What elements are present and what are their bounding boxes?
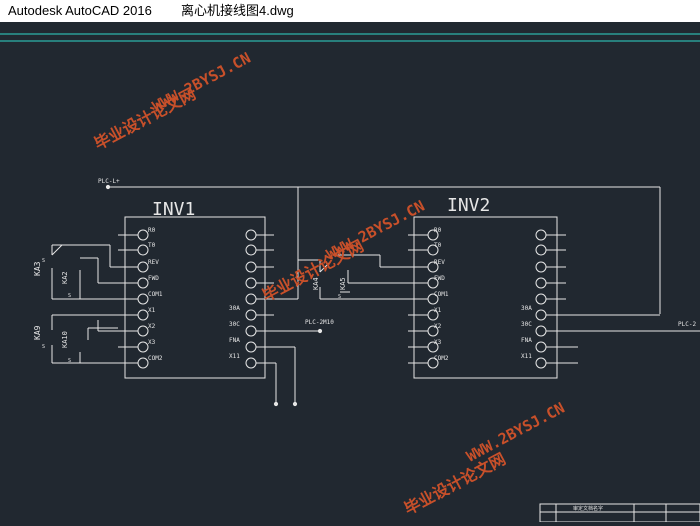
- svg-text:X3: X3: [434, 339, 442, 346]
- drawing-canvas[interactable]: PLC-L+ PLC-2M10 PLC-2 INV1 INV2 R0 T0 RE…: [0, 22, 700, 523]
- relay-ka10-label: KA10: [61, 331, 69, 348]
- svg-text:FNA: FNA: [521, 337, 532, 344]
- svg-text:S: S: [68, 293, 71, 299]
- file-name: 离心机接线图4.dwg: [181, 3, 294, 18]
- relay-ka9-label: KA9: [33, 325, 42, 340]
- plc-2m10-label: PLC-2M10: [305, 319, 334, 326]
- svg-text:X2: X2: [148, 323, 156, 330]
- inv2-box[interactable]: [413, 216, 558, 379]
- title-block: [539, 503, 700, 523]
- inv1-right-terminals: [245, 229, 318, 369]
- inv1-left-terminals: [118, 229, 149, 369]
- watermark-url-3: WWW.2BYSJ.CN: [463, 399, 567, 466]
- drawing-svg[interactable]: PLC-L+ PLC-2M10 PLC-2 INV1 INV2 R0 T0 RE…: [0, 22, 700, 523]
- svg-text:S: S: [42, 344, 45, 350]
- tap-inv1-x11: [273, 401, 279, 407]
- svg-text:S: S: [338, 294, 341, 300]
- svg-text:REV: REV: [434, 259, 445, 266]
- svg-text:COM1: COM1: [148, 291, 163, 298]
- inv1-title: INV1: [152, 199, 195, 220]
- tap-inv1-fna: [292, 401, 298, 407]
- svg-text:X11: X11: [229, 353, 240, 360]
- relay-ka3-label: KA3: [33, 261, 42, 276]
- inv2-left-terminals: [408, 229, 439, 369]
- svg-text:X1: X1: [148, 307, 156, 314]
- inv2-left-labels: R0 T0 REV FWD COM1 X1 X2 X3 COM2: [434, 227, 449, 362]
- svg-text:X11: X11: [521, 353, 532, 360]
- app-title: Autodesk AutoCAD 2016: [8, 3, 152, 18]
- svg-text:X1: X1: [434, 307, 442, 314]
- inv1-box[interactable]: [124, 216, 266, 379]
- plc-l-label: PLC-L+: [98, 178, 120, 185]
- svg-text:FNA: FNA: [229, 337, 240, 344]
- svg-text:S: S: [68, 358, 71, 364]
- svg-text:COM2: COM2: [434, 355, 449, 362]
- svg-text:30C: 30C: [521, 321, 532, 328]
- svg-text:T0: T0: [434, 242, 442, 249]
- relay-ka4-label: KA4: [312, 277, 320, 290]
- svg-text:R0: R0: [148, 227, 156, 234]
- tap-plc-l: [105, 184, 111, 190]
- tap-plc-2m10: [317, 328, 323, 334]
- relay-ka5-label: KA5: [339, 277, 347, 290]
- svg-text:COM1: COM1: [434, 291, 449, 298]
- contact-marks: S S S S S: [42, 258, 341, 364]
- watermark-cn-3: 毕业设计论文网: [401, 449, 509, 518]
- svg-text:FWD: FWD: [148, 275, 159, 282]
- inv2-right-terminals: [535, 229, 700, 369]
- svg-text:REV: REV: [148, 259, 159, 266]
- svg-text:30C: 30C: [229, 321, 240, 328]
- svg-text:30A: 30A: [229, 305, 240, 312]
- svg-text:R0: R0: [434, 227, 442, 234]
- inv2-title: INV2: [447, 195, 490, 216]
- svg-text:T0: T0: [148, 242, 156, 249]
- svg-text:X3: X3: [148, 339, 156, 346]
- svg-text:FWD: FWD: [434, 275, 445, 282]
- relay-ka2-label: KA2: [61, 271, 69, 284]
- inv2-relay-wiring: [319, 254, 408, 300]
- inv1-relay-wiring: [51, 244, 118, 364]
- plc-right-label: PLC-2: [678, 321, 696, 328]
- svg-text:30A: 30A: [521, 305, 532, 312]
- inv1-right-labels: 30A 30C FNA X11: [229, 305, 240, 360]
- svg-text:S: S: [42, 258, 45, 264]
- watermark-cn-1: 毕业设计论文网: [91, 84, 199, 153]
- window-titlebar: Autodesk AutoCAD 2016 离心机接线图4.dwg: [0, 0, 700, 22]
- watermark-cn-2: 毕业设计论文网: [259, 236, 367, 305]
- title-block-text: 审定文档名字: [573, 505, 603, 512]
- inv2-right-labels: 30A 30C FNA X11: [521, 305, 532, 360]
- inv1-left-labels: R0 T0 REV FWD COM1 X1 X2 X3 COM2: [148, 227, 163, 362]
- svg-text:COM2: COM2: [148, 355, 163, 362]
- svg-text:X2: X2: [434, 323, 442, 330]
